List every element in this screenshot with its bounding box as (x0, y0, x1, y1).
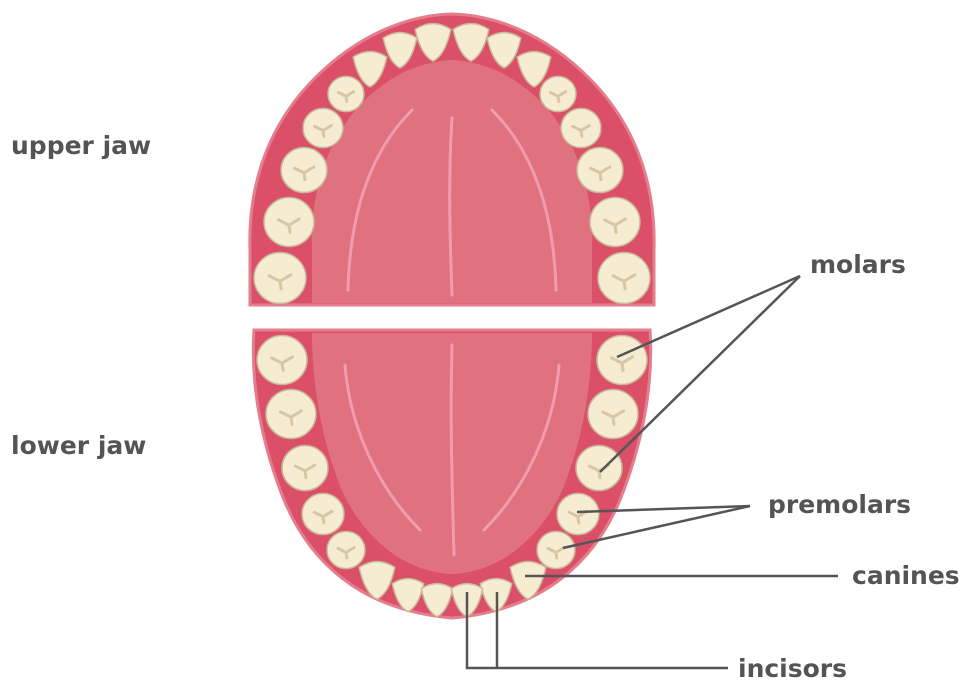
lower-premolar-tooth (302, 493, 344, 534)
upper-jaw-illustration (250, 14, 654, 305)
molars-label: molars (810, 252, 906, 277)
upper-jaw-label: upper jaw (11, 133, 151, 158)
upper-premolar-tooth (540, 76, 576, 111)
lower-premolar-tooth (327, 531, 365, 568)
lower-molar-tooth (282, 445, 328, 490)
upper-premolar-tooth (561, 108, 601, 147)
lower-molar-tooth (597, 336, 647, 385)
lower-molar-tooth (257, 336, 307, 385)
upper-molar-tooth (281, 147, 327, 192)
lower-jaw-label: lower jaw (11, 433, 146, 458)
canines-label: canines (852, 563, 960, 588)
lower-premolar-tooth (537, 531, 575, 568)
lower-premolar-tooth (557, 493, 599, 534)
lower-molar-tooth (588, 390, 638, 439)
upper-molar-tooth (264, 198, 314, 247)
upper-molar-tooth (577, 147, 623, 192)
upper-premolar-tooth (328, 76, 364, 111)
upper-molar-tooth (590, 198, 640, 247)
upper-molar-tooth (598, 253, 650, 304)
premolars-label: premolars (768, 492, 911, 517)
upper-molar-tooth (254, 253, 306, 304)
lower-molar-tooth (576, 445, 622, 490)
lower-molar-tooth (266, 390, 316, 439)
upper-premolar-tooth (303, 108, 343, 147)
incisors-label: incisors (738, 656, 847, 681)
